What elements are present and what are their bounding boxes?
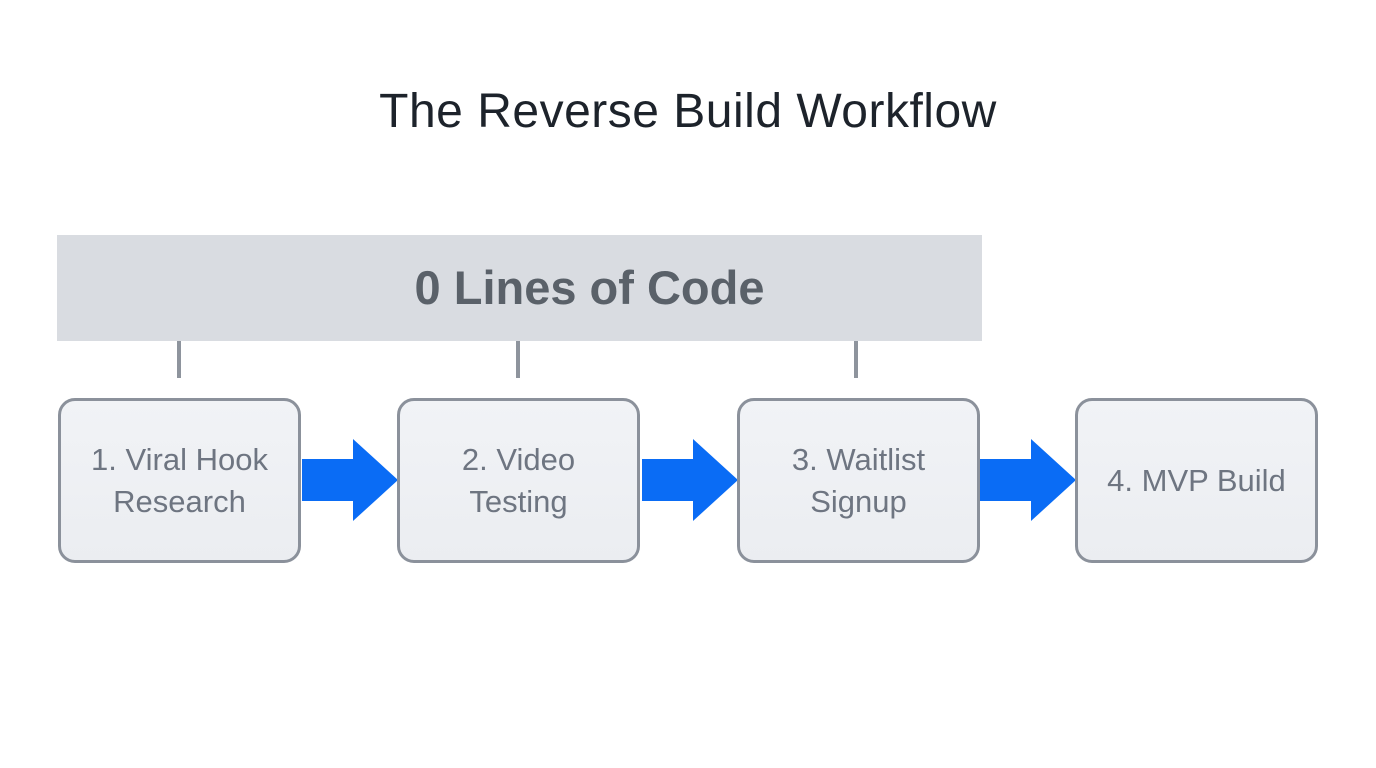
banner-connector-step-3: [854, 341, 858, 378]
step-box-waitlist-signup: 3. Waitlist Signup: [737, 398, 980, 563]
page-title: The Reverse Build Workflow: [379, 85, 997, 138]
step-box-mvp-build: 4. MVP Build: [1075, 398, 1318, 563]
banner-connector-step-2: [516, 341, 520, 378]
zero-lines-banner: 0 Lines of Code: [57, 235, 982, 341]
step-label: 3. Waitlist Signup: [791, 441, 926, 519]
step-label: 2. Video Testing: [461, 441, 576, 519]
zero-lines-banner-label: 0 Lines of Code: [414, 261, 765, 314]
step-label: 4. MVP Build: [1107, 462, 1286, 498]
arrow-right-icon: [980, 439, 1076, 521]
step-label: 1. Viral Hook Research: [91, 441, 268, 519]
arrow-right-icon: [302, 439, 398, 521]
step-box-video-testing: 2. Video Testing: [397, 398, 640, 563]
banner-connector-step-1: [177, 341, 181, 378]
step-box-viral-hook-research: 1. Viral Hook Research: [58, 398, 301, 563]
arrow-right-icon: [642, 439, 738, 521]
